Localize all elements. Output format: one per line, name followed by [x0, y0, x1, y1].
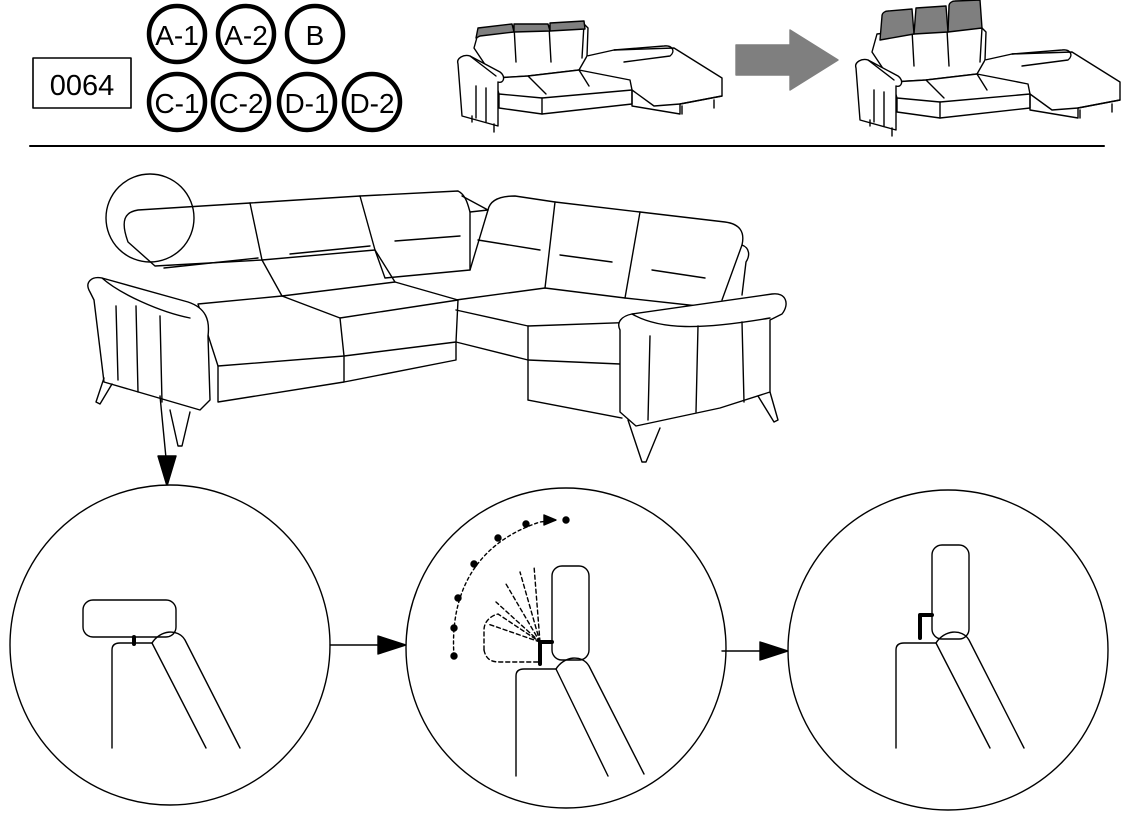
variant-badges: A-1 A-2 B C-1 C-2 D-1 D-2 [146, 3, 403, 133]
svg-text:D-1: D-1 [284, 88, 329, 119]
direction-arrow [735, 29, 839, 91]
sofa-thumbnail-after [854, 0, 1121, 137]
sofa-thumbnail-before [456, 20, 723, 133]
headrest-raised [931, 544, 970, 640]
arrow-right-icon [329, 635, 407, 655]
rotation-path [450, 514, 570, 660]
detail-step-1 [9, 484, 331, 806]
detail-highlight-circle [105, 173, 195, 263]
model-code: 0064 [50, 70, 115, 102]
variant-badge-d2: D-2 [341, 71, 403, 133]
headrest-lowered [82, 599, 177, 638]
svg-text:A-1: A-1 [155, 20, 199, 51]
headrest-rotating [551, 565, 590, 661]
variant-badge-d1: D-1 [276, 71, 338, 133]
detail-step-2 [405, 487, 727, 809]
svg-text:D-2: D-2 [349, 88, 394, 119]
arrow-right-icon [721, 641, 789, 661]
variant-badge-b: B [284, 3, 346, 65]
svg-text:B: B [306, 20, 325, 51]
headrests-raised [879, 0, 983, 41]
headrests-lowered [475, 20, 586, 39]
detail-step-3 [787, 489, 1109, 811]
variant-badge-a2: A-2 [215, 3, 277, 65]
arrow-down-icon [157, 395, 177, 487]
svg-text:C-1: C-1 [154, 88, 199, 119]
variant-badge-a1: A-1 [146, 3, 208, 65]
model-code-box: 0064 [32, 57, 132, 109]
variant-badge-c2: C-2 [210, 71, 272, 133]
rotation-ghosts [483, 565, 541, 663]
corner-sofa-drawing [87, 173, 787, 487]
variant-badge-c1: C-1 [146, 71, 208, 133]
svg-text:C-2: C-2 [218, 88, 263, 119]
svg-text:A-2: A-2 [224, 20, 268, 51]
